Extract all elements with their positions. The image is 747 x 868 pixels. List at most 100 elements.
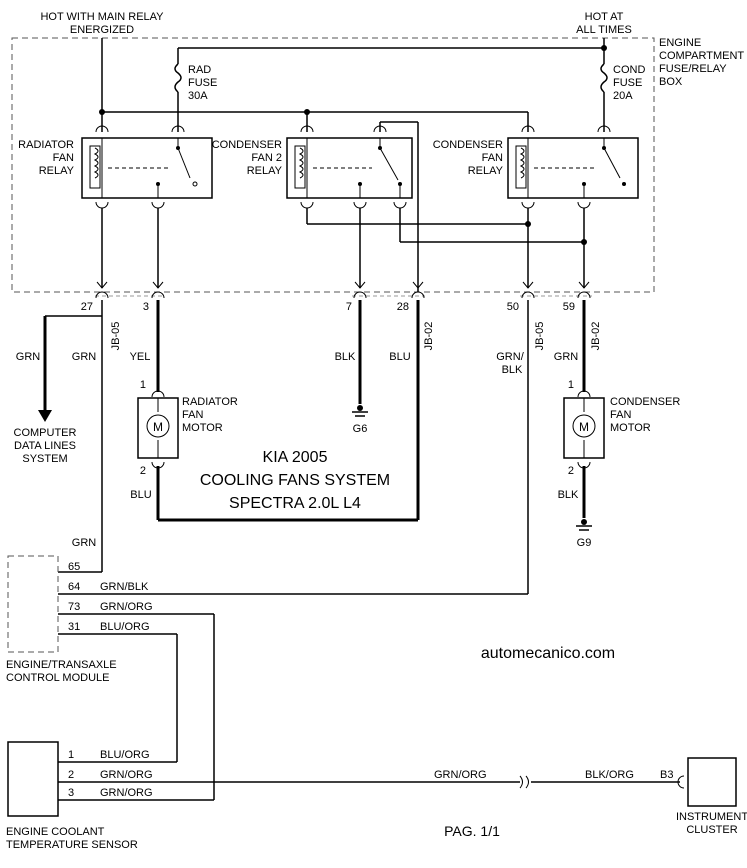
ecm-box [7,555,59,653]
hot-at-label-2: ALL TIMES [576,24,632,36]
wire-grnorg-s3: GRN/ORG [100,787,153,799]
pin-28: 28 [397,301,409,313]
wire-bluorg-31: BLU/ORG [100,621,150,633]
wire-blkorg: BLK/ORG [585,769,634,781]
sensor-pin-2: 2 [68,769,74,781]
cond2-relay-label-2: FAN 2 [251,152,282,164]
coolant-sensor-box [7,741,59,817]
title-line-3: SPECTRA 2.0L L4 [229,495,361,512]
relay-output-wires [101,208,587,288]
condenser-motor-symbol: M [579,420,589,434]
wire-grnorg-mid: GRN/ORG [434,769,487,781]
sensor-label-2: TEMPERATURE SENSOR [6,839,138,851]
website-watermark: automecanico.com [481,645,615,662]
wire-grnblk-1: GRN/ [496,351,524,363]
radiator-relay-label-2: FAN [53,152,74,164]
computer-label-1: COMPUTER [14,427,77,439]
connector-jb02-a: JB-02 [423,322,435,351]
pin-50: 50 [507,301,519,313]
computer-label-2: DATA LINES [14,440,76,452]
radiator-motor-pin2: 2 [140,465,146,477]
pin-27: 27 [81,301,93,313]
pin-7: 7 [346,301,352,313]
cond-relay-label-1: CONDENSER [433,139,503,151]
radiator-relay-label-1: RADIATOR [18,139,74,151]
hot-main-relay-label-2: ENERGIZED [70,24,134,36]
title-line-1: KIA 2005 [263,449,328,466]
fuse-box-label-4: BOX [659,76,683,88]
cluster-label-2: CLUSTER [686,824,737,836]
title-line-2: COOLING FANS SYSTEM [200,472,390,489]
cond-fuse [598,63,610,93]
wire-blu-motor: BLU [130,489,151,501]
radiator-fan-relay [81,125,213,209]
condenser-fan-relay [507,125,639,209]
condenser-fan-motor [563,390,605,469]
connector-jb05-b: JB-05 [534,322,546,351]
ecm-pin-73: 73 [68,601,80,613]
radiator-motor-pin1: 1 [140,379,146,391]
radiator-motor-symbol: M [153,420,163,434]
fuse-box-label-3: FUSE/RELAY [659,63,727,75]
wire-grn-27: GRN [72,351,97,363]
sensor-pin-1: 1 [68,749,74,761]
wire-grnorg-73: GRN/ORG [100,601,153,613]
wire-blk-cond: BLK [558,489,579,501]
ground-g6-label: G6 [353,423,368,435]
fuse-box-label-1: ENGINE [659,37,701,49]
ecm-pin-64: 64 [68,581,80,593]
cond-relay-label-3: RELAY [468,165,504,177]
sensor-pin-3: 3 [68,787,74,799]
wire-grnblk-64: GRN/BLK [100,581,149,593]
ecm-pin-31: 31 [68,621,80,633]
wire-grnblk-2: BLK [502,364,523,376]
page-number: PAG. 1/1 [444,823,500,839]
condenser-motor-label-1: CONDENSER [610,396,680,408]
condenser-motor-pin1: 1 [568,379,574,391]
wire-bluorg-s1: BLU/ORG [100,749,150,761]
fuse-box-label-2: COMPARTMENT [659,50,744,62]
rad-fuse [172,63,184,93]
rad-fuse-label-3: 30A [188,90,208,102]
wire-yel: YEL [130,351,151,363]
wire-blu-28: BLU [389,351,410,363]
connector-arrows [95,281,592,299]
power-feed-wires [99,38,607,292]
cond-fuse-label-1: COND [613,64,645,76]
cond-fuse-label-2: FUSE [613,77,642,89]
connector-jb05-a: JB-05 [110,322,122,351]
condenser-fan-2-relay [286,125,413,209]
hot-at-label: HOT AT [585,11,624,23]
cond-fuse-label-3: 20A [613,90,633,102]
wire-grn-left: GRN [16,351,41,363]
cond-relay-label-2: FAN [482,152,503,164]
ground-g6-icon [352,405,368,417]
radiator-fan-motor [137,390,179,469]
radiator-relay-label-3: RELAY [39,165,75,177]
condenser-motor-label-3: MOTOR [610,422,651,434]
external-wires [38,300,685,801]
cond2-relay-label-3: RELAY [247,165,283,177]
fuse-relay-box [11,37,655,293]
rad-fuse-label-2: FUSE [188,77,217,89]
ecm-label-2: CONTROL MODULE [6,672,110,684]
computer-label-3: SYSTEM [22,453,67,465]
connector-jb02-b: JB-02 [590,322,602,351]
wire-blk-7: BLK [335,351,356,363]
instrument-cluster-box [687,757,737,807]
ground-g9-label: G9 [577,537,592,549]
ecm-pin-65: 65 [68,561,80,573]
cluster-label-1: INSTRUMENT [676,811,747,823]
hot-main-relay-label: HOT WITH MAIN RELAY [40,11,164,23]
radiator-motor-label-3: MOTOR [182,422,223,434]
ground-g9-icon [576,519,592,531]
ecm-label-1: ENGINE/TRANSAXLE [6,659,117,671]
wire-grn-65: GRN [72,537,97,549]
condenser-motor-label-2: FAN [610,409,631,421]
radiator-motor-label-1: RADIATOR [182,396,238,408]
wire-grnorg-s2: GRN/ORG [100,769,153,781]
rad-fuse-label-1: RAD [188,64,211,76]
wire-grn-59: GRN [554,351,579,363]
cluster-pin-b3: B3 [660,769,673,781]
